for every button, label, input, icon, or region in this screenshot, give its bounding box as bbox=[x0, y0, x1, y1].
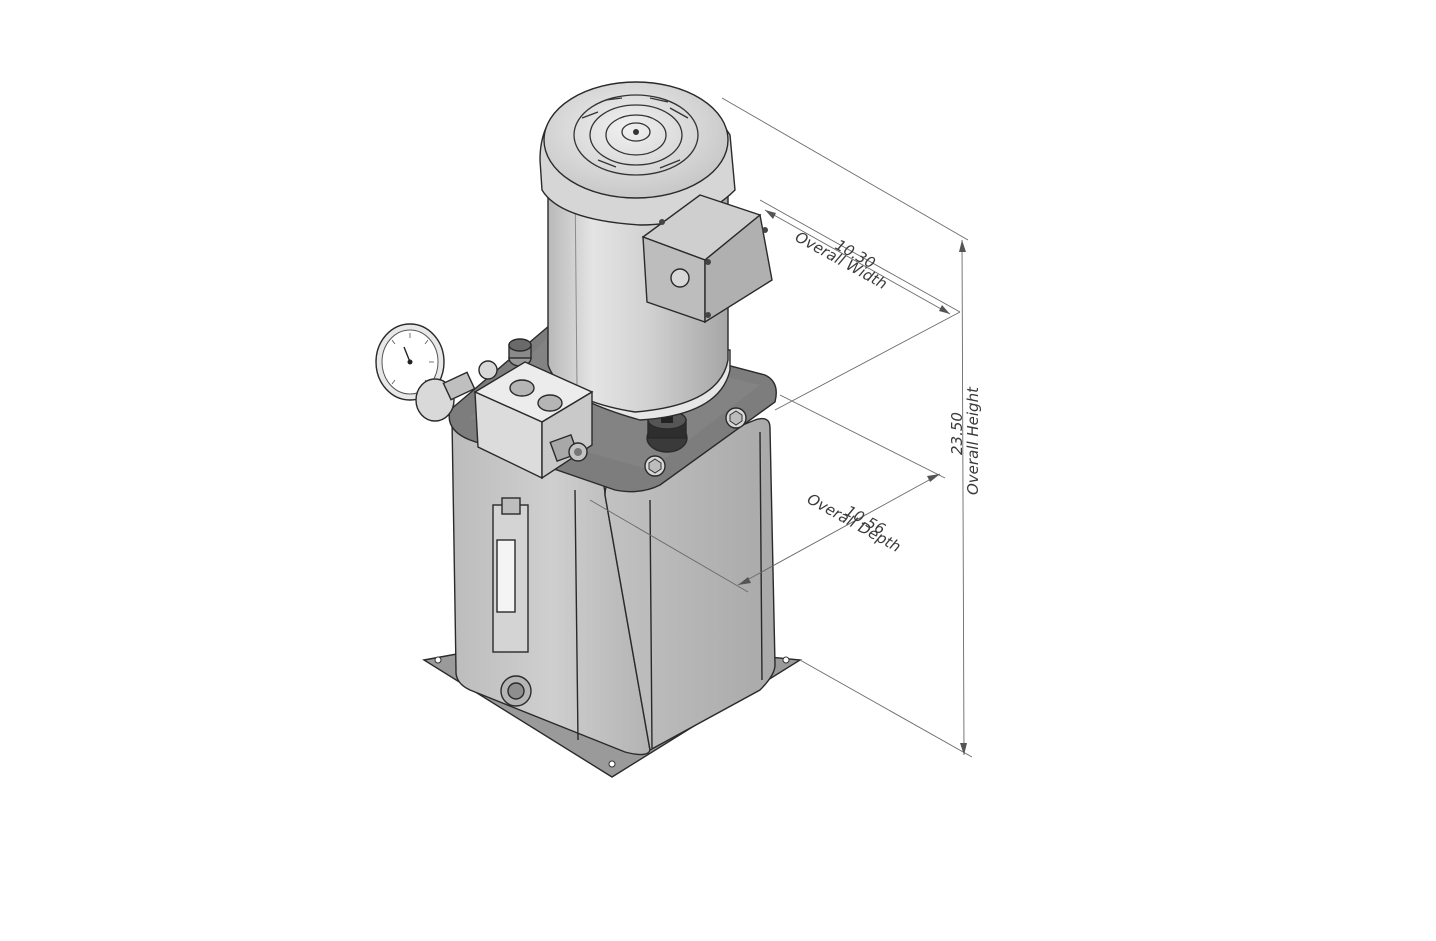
plate-bolt bbox=[725, 407, 747, 429]
dimension-overall-height: 23.50 Overall Height bbox=[721, 97, 982, 758]
conduit-box bbox=[641, 194, 773, 324]
plate-bolt bbox=[644, 455, 666, 477]
height-dimension-value: 23.50 bbox=[948, 412, 966, 455]
reservoir-tank bbox=[451, 404, 776, 756]
height-dimension-label: Overall Height bbox=[964, 386, 982, 495]
base-bolt-hole bbox=[434, 656, 442, 664]
return-fitting bbox=[508, 338, 532, 367]
pressure-gauge bbox=[375, 323, 476, 422]
plate-bolt bbox=[478, 360, 498, 380]
dimension-overall-width: 10.30 Overall Width bbox=[759, 199, 961, 411]
relief-valve-adjuster bbox=[549, 433, 588, 463]
relief-valve-block bbox=[473, 361, 594, 480]
sight-glass bbox=[492, 497, 529, 653]
base-bolt-hole bbox=[782, 656, 790, 664]
base-bolt-hole bbox=[608, 760, 616, 768]
drain-plug bbox=[500, 675, 532, 707]
filler-breather-cap bbox=[646, 410, 688, 453]
fan-cover-vent bbox=[573, 94, 699, 176]
depth-dimension-label: Overall Depth bbox=[804, 490, 904, 556]
